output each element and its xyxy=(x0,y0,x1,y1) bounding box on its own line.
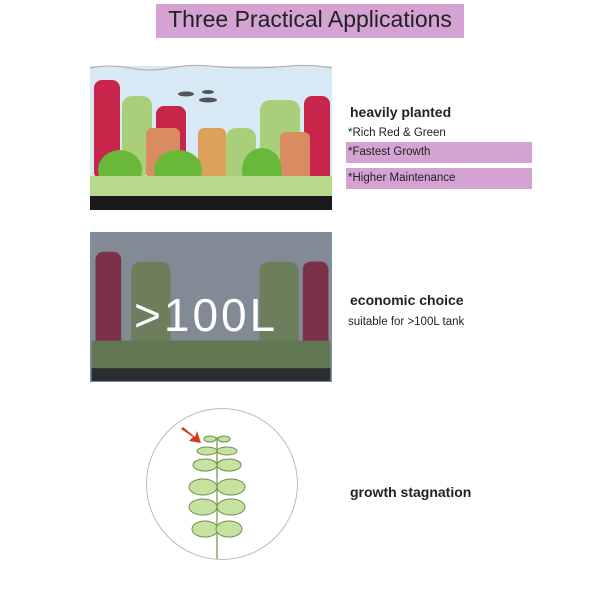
plant-stem-illustration xyxy=(181,427,246,559)
planted-aquarium-illustration xyxy=(90,64,332,210)
economic-subtext: suitable for >100L tank xyxy=(348,316,465,328)
arrow-icon xyxy=(181,427,201,443)
section-heading-growth-stagnation: growth stagnation xyxy=(350,484,472,500)
point-fastest-growth: *Fastest Growth xyxy=(346,142,532,163)
point-rich-red-green: *Rich Red & Green xyxy=(348,127,446,139)
plant-stem-circle xyxy=(146,408,298,560)
point-higher-maintenance: *Higher Maintenance xyxy=(346,168,532,189)
section-heading-economic-choice: economic choice xyxy=(350,292,464,308)
section-heading-heavily-planted: heavily planted xyxy=(350,104,452,120)
dark-overlay xyxy=(90,232,332,382)
tank-size-label: >100L xyxy=(134,289,279,341)
page-title: Three Practical Applications xyxy=(156,4,464,38)
